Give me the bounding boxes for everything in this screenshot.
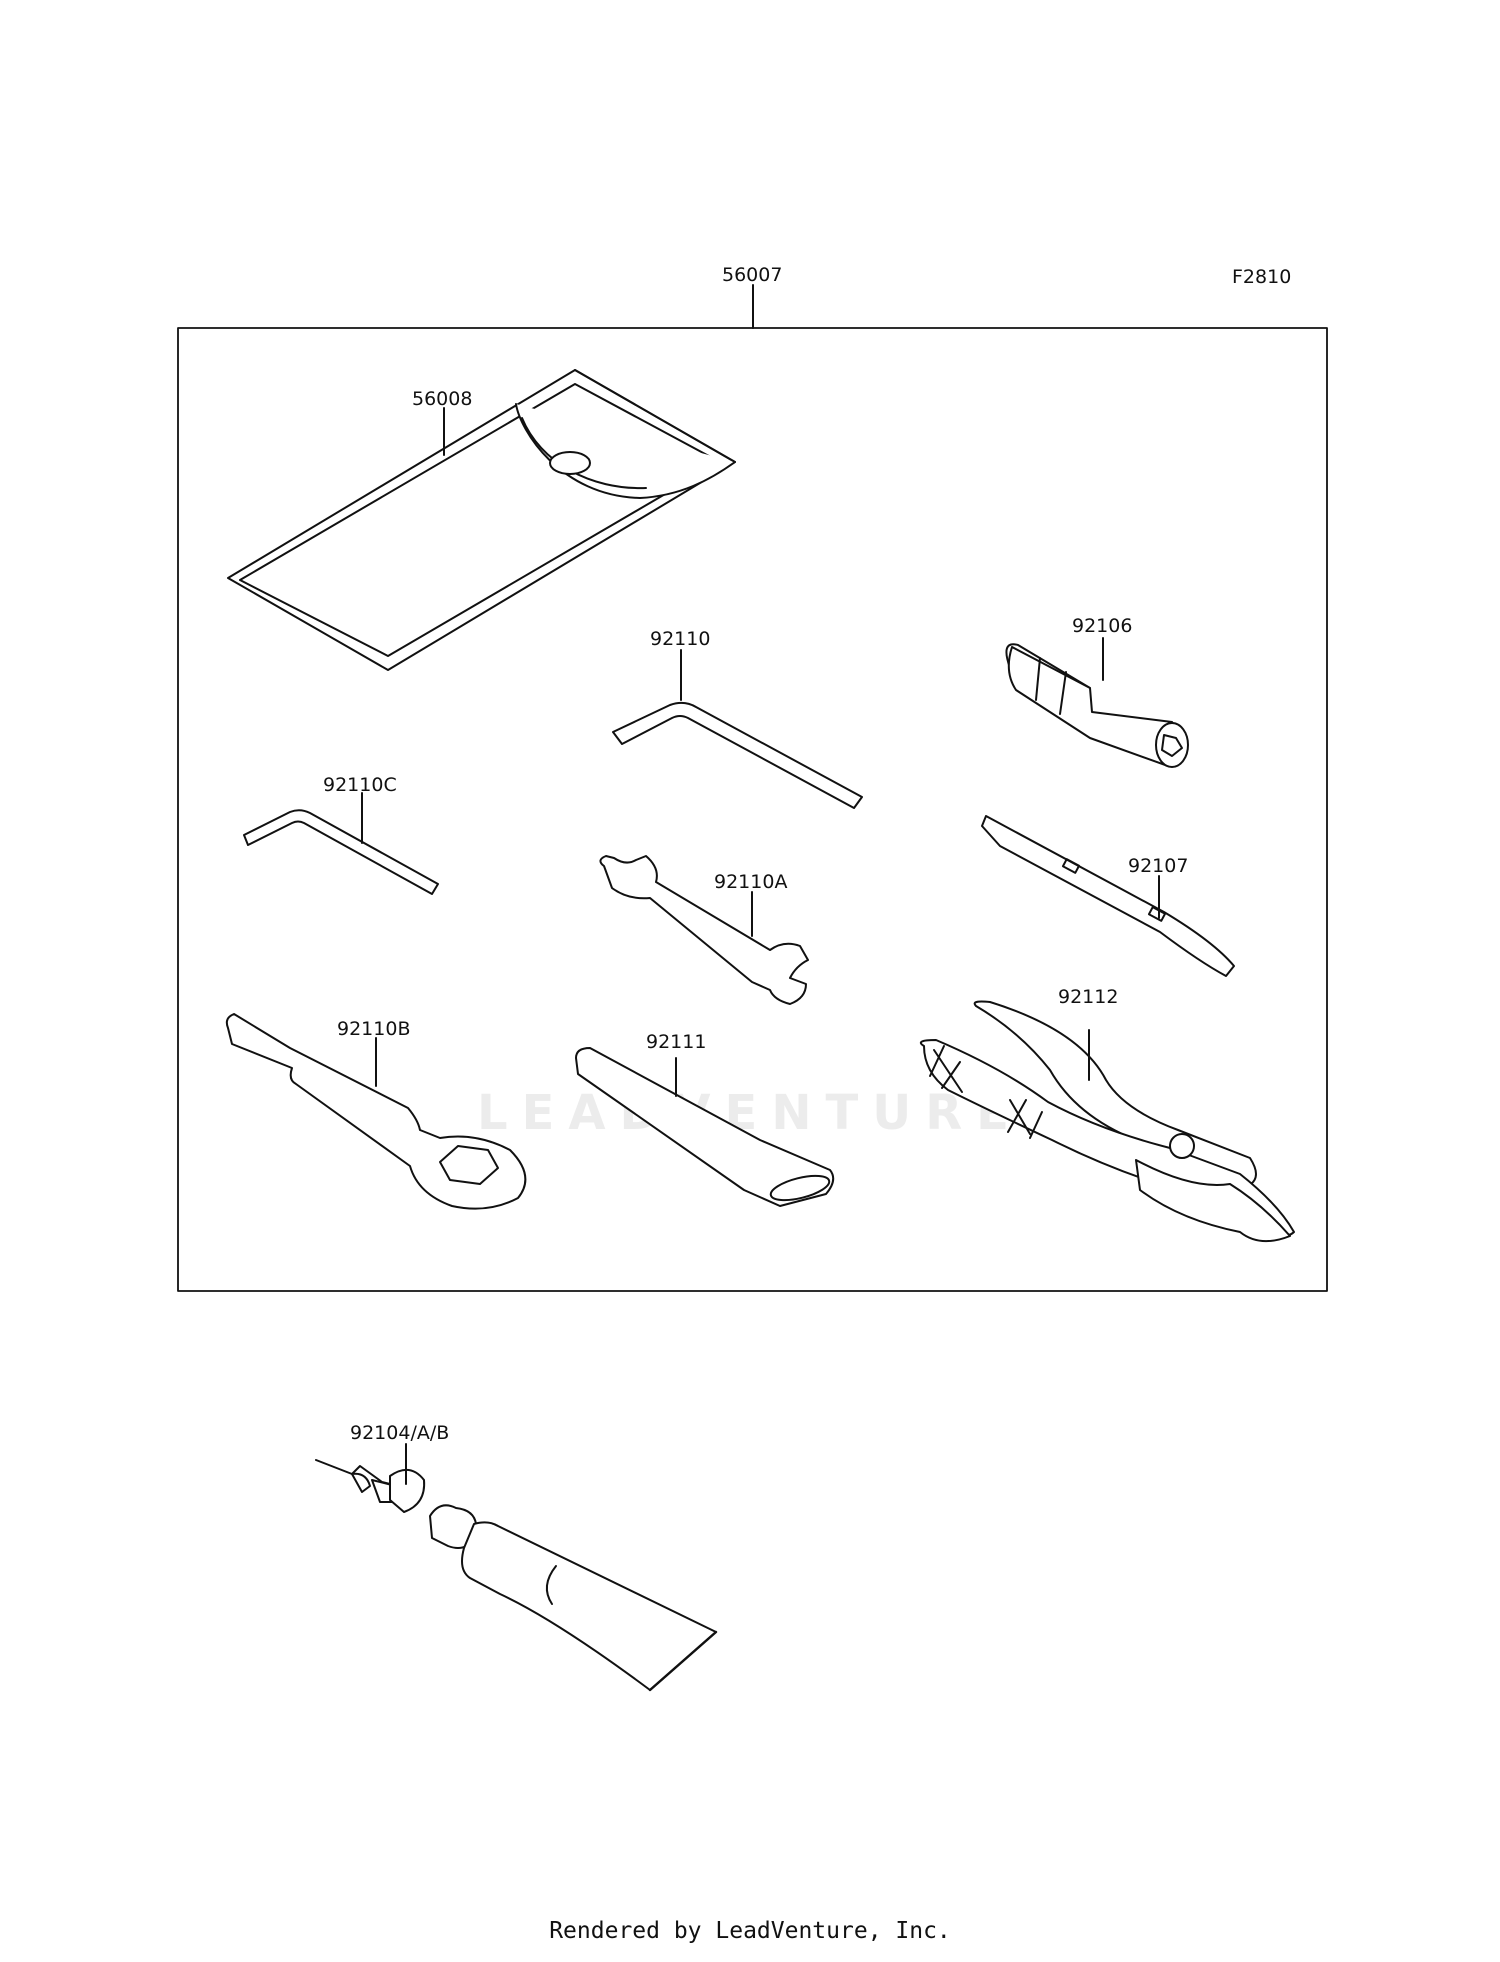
- pliers-drawing: [920, 1000, 1295, 1243]
- ring-wrench-drawing: [225, 1013, 527, 1210]
- plug-tool-drawing: [1005, 637, 1189, 768]
- footer-credit: Rendered by LeadVenture, Inc.: [549, 1918, 951, 1944]
- label-kit-56007: 56007: [722, 264, 783, 286]
- label-case-56008: 56008: [412, 388, 473, 410]
- extension-bar-drawing: [575, 1047, 835, 1207]
- label-screwdriver-92107: 92107: [1128, 855, 1189, 877]
- label-hex-key-92110: 92110: [650, 628, 711, 650]
- diagram-code: F2810: [1232, 266, 1292, 288]
- label-repair-kit-92104: 92104/A/B: [350, 1422, 450, 1444]
- label-hex-key-92110c: 92110C: [323, 774, 397, 796]
- label-open-wrench-92110a: 92110A: [714, 871, 788, 893]
- hex-key-small-drawing: [243, 792, 439, 895]
- repair-kit-drawing: [315, 1443, 718, 1692]
- label-pliers-92112: 92112: [1058, 986, 1119, 1008]
- label-ring-wrench-92110b: 92110B: [337, 1018, 411, 1040]
- screwdriver-drawing: [981, 815, 1235, 977]
- label-plug-tool-92106: 92106: [1072, 615, 1133, 637]
- label-extension-bar-92111: 92111: [646, 1031, 707, 1053]
- tool-case-drawing: [227, 369, 736, 671]
- hex-key-large-drawing: [612, 649, 863, 809]
- open-wrench-drawing: [599, 855, 809, 1005]
